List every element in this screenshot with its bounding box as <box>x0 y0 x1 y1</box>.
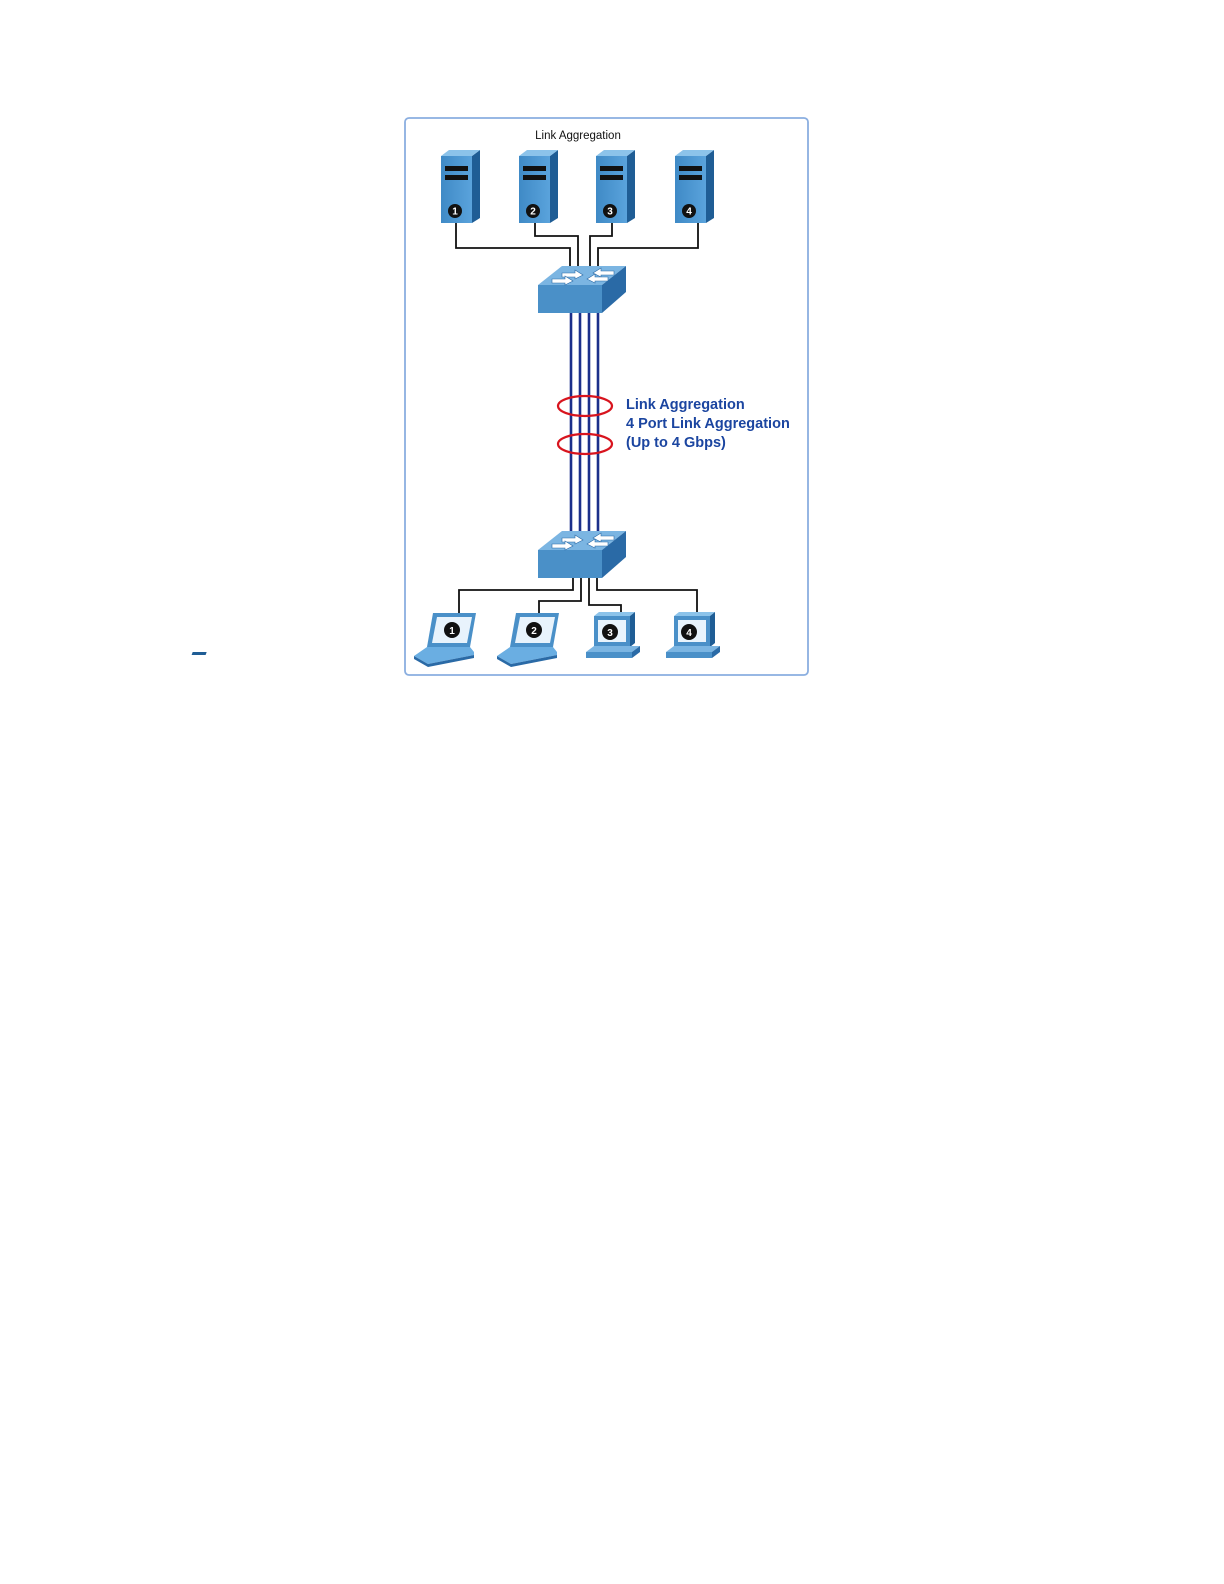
client-laptop-1: 1 <box>191 613 476 667</box>
client-badge <box>526 622 542 638</box>
client-badge <box>681 624 697 640</box>
server-number: 3 <box>607 207 613 218</box>
client-wires <box>458 578 698 614</box>
server-number: 1 <box>452 207 458 218</box>
aggregation-ring <box>556 394 614 418</box>
client-number: 4 <box>686 628 692 639</box>
client-number: 2 <box>531 626 537 637</box>
server-4: 4 <box>675 150 714 223</box>
server-badge <box>603 204 617 218</box>
bottom-switch <box>538 531 626 578</box>
server-badge <box>682 204 696 218</box>
client-number: 1 <box>449 626 455 637</box>
client-desktop-4: 4 <box>666 612 720 658</box>
client-badge <box>602 624 618 640</box>
callout-line-3: (Up to 4 Gbps) <box>626 435 726 451</box>
client-number: 3 <box>607 628 613 639</box>
callout: Link Aggregation 4 Port Link Aggregation… <box>626 397 790 451</box>
server-2: 2 <box>519 150 558 223</box>
server-number: 2 <box>530 207 536 218</box>
server-3: 3 <box>596 150 635 223</box>
server-number: 4 <box>686 207 692 218</box>
client-laptop-2: 2 <box>497 613 559 667</box>
callout-line-2: 4 Port Link Aggregation <box>626 416 790 432</box>
top-switch <box>538 266 626 313</box>
client-badge <box>444 622 460 638</box>
server-badge <box>448 204 462 218</box>
diagram-title: Link Aggregation <box>535 130 621 142</box>
server-wires <box>455 223 699 266</box>
server-badge <box>526 204 540 218</box>
aggregation-ring <box>556 432 614 456</box>
client-desktop-3: 3 <box>586 612 640 658</box>
aggregation-rings <box>556 394 614 456</box>
aggregated-trunk <box>569 310 600 532</box>
callout-line-1: Link Aggregation <box>626 397 745 413</box>
server-1: 1 <box>441 150 480 223</box>
diagram-frame <box>404 117 809 676</box>
